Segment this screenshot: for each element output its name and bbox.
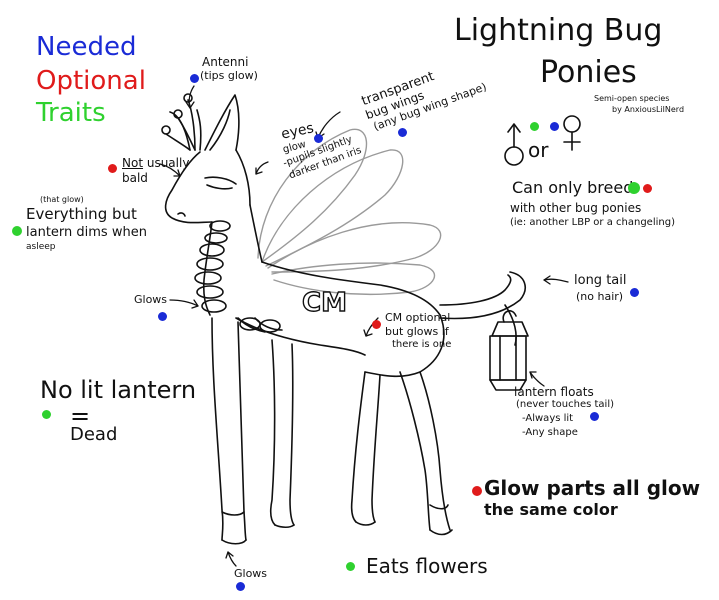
trait-dot: [628, 182, 640, 194]
everything-line3: asleep: [26, 242, 56, 252]
trait-dot: [42, 410, 51, 419]
lantern-line4: -Any shape: [522, 427, 578, 438]
not-word: Not: [122, 156, 144, 170]
eats-flowers-label: Eats flowers: [366, 554, 488, 578]
needed-dot: [630, 288, 639, 297]
optional-dot: [372, 320, 381, 329]
cm-optional-line3: there is one: [392, 339, 452, 350]
glow-parts-label: Glow parts all glow: [484, 476, 701, 500]
everything-line2: lantern dims when: [26, 225, 147, 240]
lantern-icon: [489, 310, 529, 391]
optional-dot: [472, 486, 482, 496]
needed-dot: [590, 412, 599, 421]
no-lantern-label: No lit lantern: [40, 376, 197, 404]
wings: [257, 128, 442, 296]
female-symbol-icon: [563, 115, 581, 151]
legs: [211, 317, 453, 545]
breed-line2: with other bug ponies: [510, 201, 642, 215]
everything-label: Everything but: [26, 205, 137, 223]
male-symbol-icon: [504, 123, 524, 166]
glows-hoof-label: Glows: [234, 567, 268, 580]
long-tail-label: long tail: [574, 273, 627, 288]
needed-dot: [314, 134, 323, 143]
lantern-label: lantern floats: [514, 385, 594, 399]
tail: [439, 271, 526, 346]
trait-dot: [12, 226, 22, 236]
optional-dot: [108, 164, 117, 173]
trait-dot: [530, 122, 539, 131]
usually-word: usually: [143, 156, 190, 170]
optional-dot: [643, 184, 652, 193]
no-lantern-dead: Dead: [70, 424, 118, 445]
lantern-line3: -Always lit: [522, 413, 574, 424]
legend-needed: Needed: [36, 32, 137, 62]
long-tail-note: (no hair): [576, 290, 624, 303]
breed-label: Can only breed: [512, 178, 634, 197]
needed-dot: [158, 312, 167, 321]
credit-line1: Semi-open species: [594, 94, 670, 103]
needed-dot: [550, 122, 559, 131]
glow-parts-line2: the same color: [484, 500, 618, 519]
no-lantern-equals: =: [70, 402, 91, 430]
credit-line2: by AnxiousLilNerd: [612, 105, 685, 114]
cm-optional-line2: but glows if: [385, 325, 449, 338]
bald-label: bald: [122, 171, 148, 185]
page-title-line2: Ponies: [540, 55, 637, 90]
breed-line3: (ie: another LBP or a changeling): [510, 217, 675, 228]
antenni-note: (tips glow): [200, 69, 258, 82]
needed-dot: [190, 74, 199, 83]
neck: [194, 204, 263, 316]
not-usually-label: Not usually: [122, 157, 189, 169]
page-title: Lightning Bug: [454, 13, 663, 48]
cm-optional-label: CM optional: [385, 311, 451, 324]
antenni-label: Antenni: [202, 55, 249, 69]
needed-dot: [398, 128, 407, 137]
trait-dot: [346, 562, 355, 571]
legend-optional: Optional: [36, 66, 146, 96]
lantern-line2: (never touches tail): [516, 399, 615, 410]
head: [164, 94, 251, 224]
antennae: [161, 93, 202, 151]
legend-traits: Traits: [36, 98, 106, 128]
cm-mark: CM: [301, 288, 347, 318]
gender-or: or: [528, 138, 549, 162]
glows-chest-label: Glows: [134, 293, 168, 306]
everything-note: (that glow): [40, 195, 84, 204]
needed-dot: [236, 582, 245, 591]
